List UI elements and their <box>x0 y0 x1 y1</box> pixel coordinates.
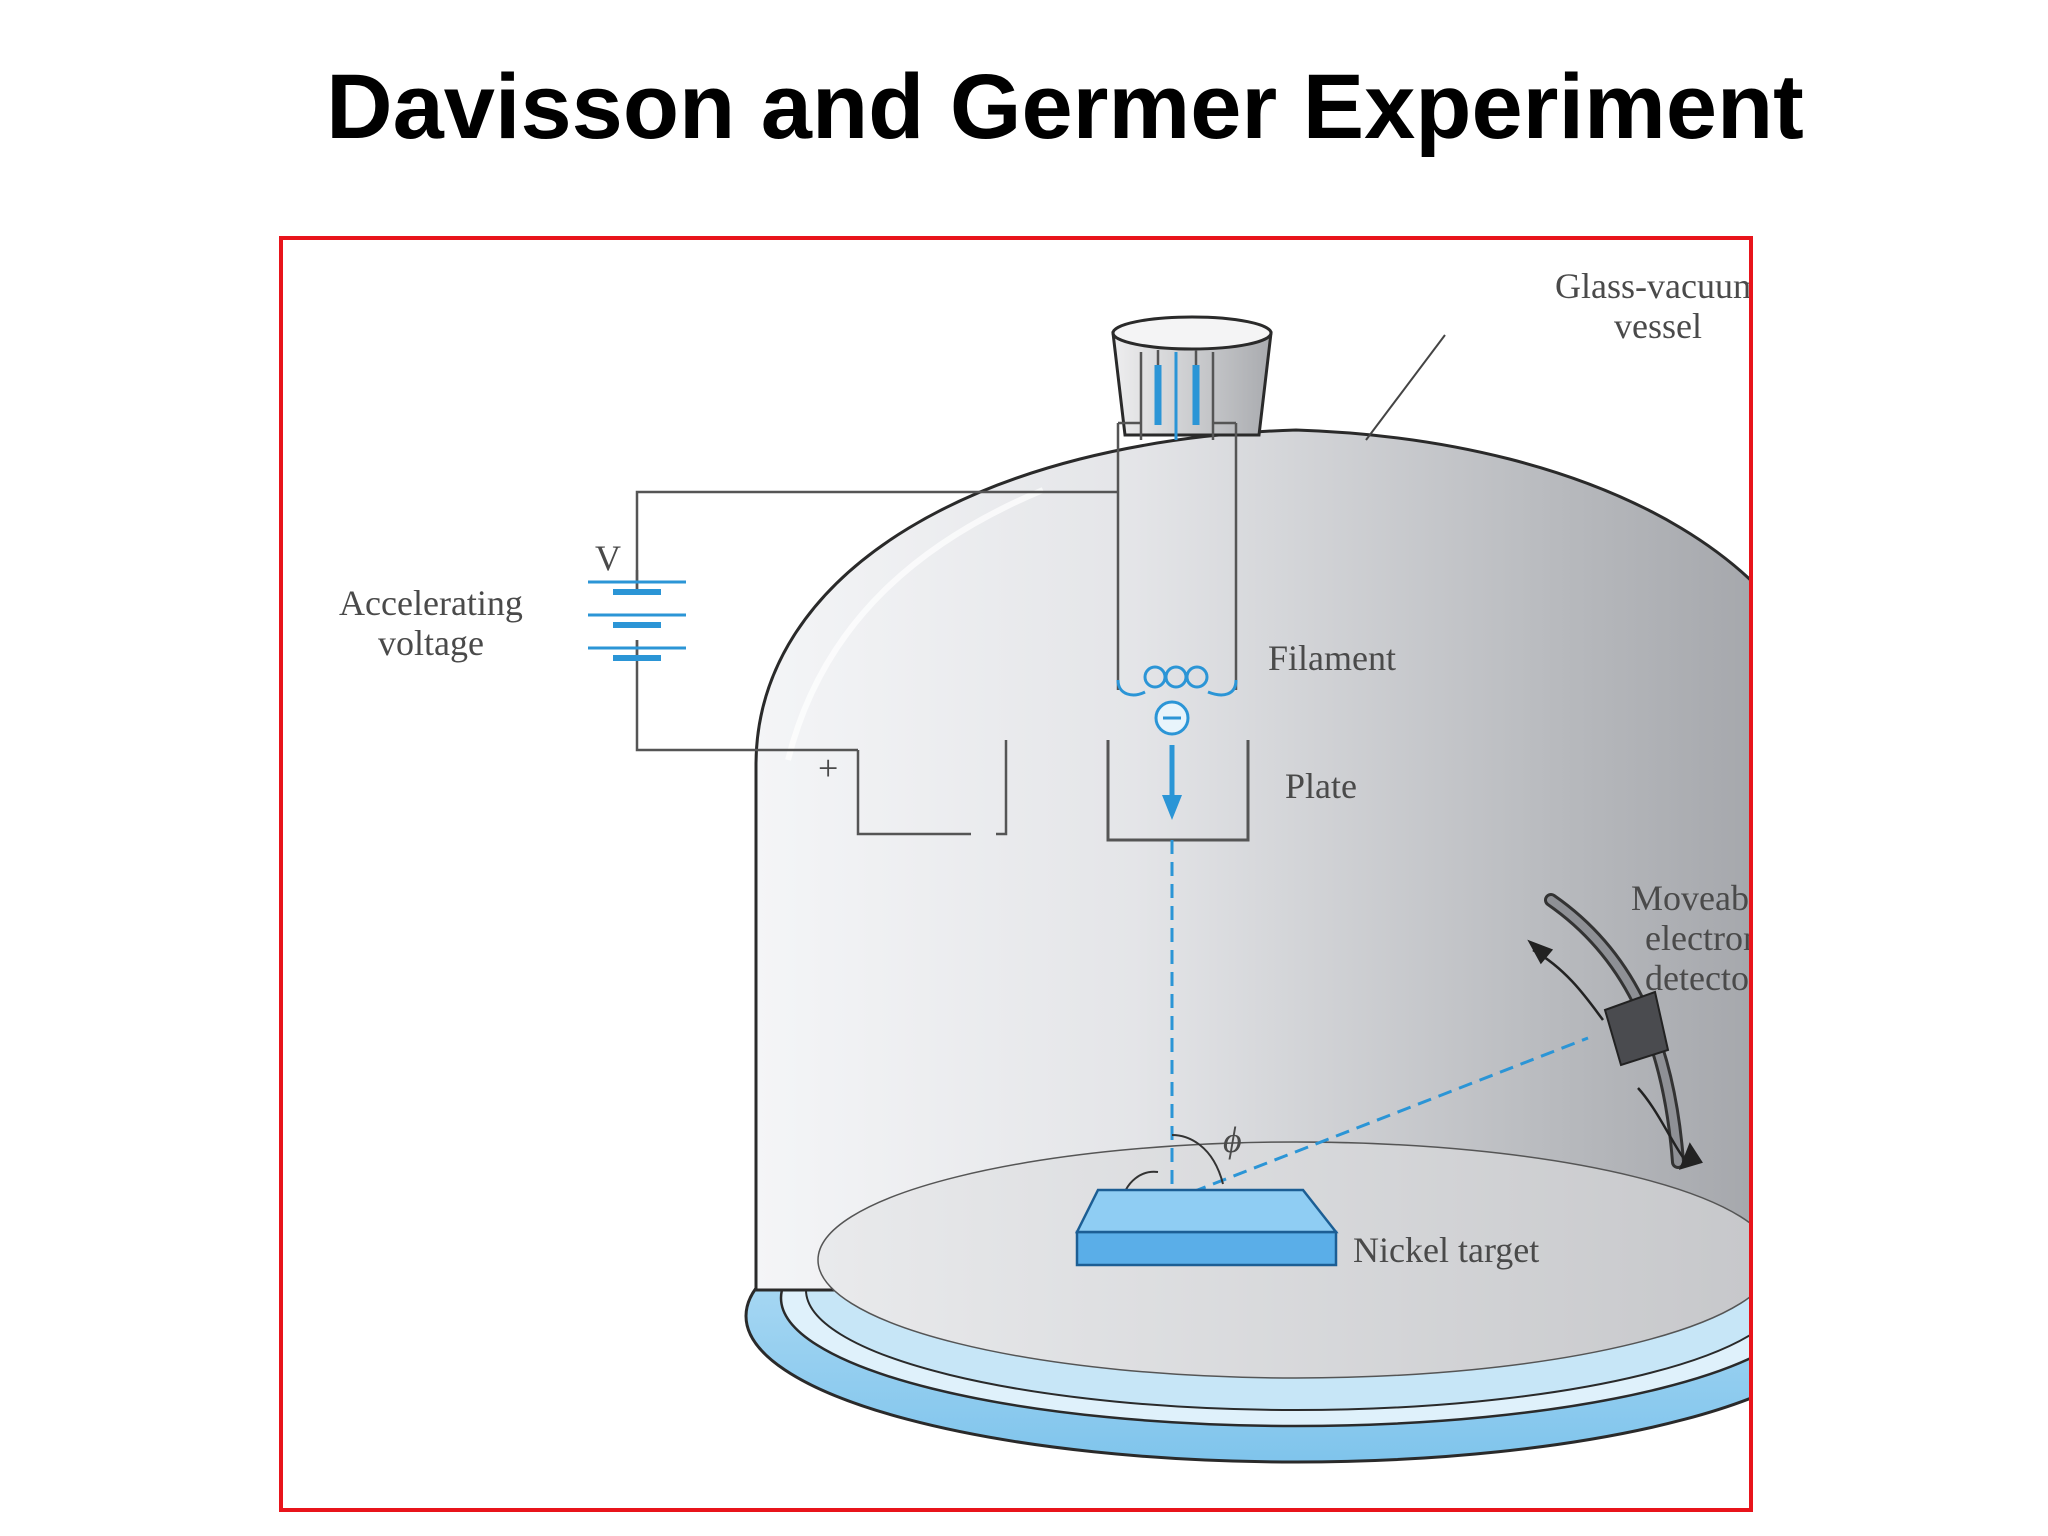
electron-detector <box>1544 893 1685 1169</box>
diagram-frame: Glass-vacuum vessel V Accelerating volta… <box>279 236 1753 1512</box>
scattering-angle-arc <box>1171 1134 1224 1185</box>
accelerating-voltage-label: Accelerating <box>339 583 523 623</box>
accelerating-battery <box>588 580 686 661</box>
electron-beam-arrow <box>1162 745 1182 820</box>
anode-plate <box>1106 740 1250 842</box>
nickel-target <box>1074 1188 1339 1267</box>
scattered-beam <box>1171 1036 1589 1202</box>
accelerating-voltage-label-2: voltage <box>378 623 484 663</box>
glass-vacuum-vessel <box>754 428 1749 1379</box>
filament-coil <box>1116 665 1238 697</box>
plate-label: Plate <box>1285 766 1357 806</box>
detector-label-3: detector <box>1645 958 1749 998</box>
slide-title: Davisson and Germer Experiment <box>326 56 1804 158</box>
experiment-diagram: Glass-vacuum vessel V Accelerating volta… <box>339 266 1749 1464</box>
glass-vessel-label-2: vessel <box>1614 306 1702 346</box>
detector-label-2: electron <box>1645 918 1749 958</box>
detector-label: Moveable <box>1631 878 1749 918</box>
detector-motion-arrows <box>1527 939 1703 1170</box>
filament-battery <box>1139 352 1215 440</box>
glass-vessel-label: Glass-vacuum <box>1555 266 1749 306</box>
vessel-stopper <box>1111 315 1273 437</box>
nickel-target-label: Nickel target <box>1353 1230 1539 1270</box>
filament-label: Filament <box>1268 638 1396 678</box>
vessel-leader-line <box>1365 334 1446 441</box>
angle-symbol: ϕ <box>1223 1120 1242 1160</box>
plus-sign: + <box>818 748 838 788</box>
electron-icon <box>1154 700 1190 736</box>
voltage-symbol: V <box>595 538 621 578</box>
